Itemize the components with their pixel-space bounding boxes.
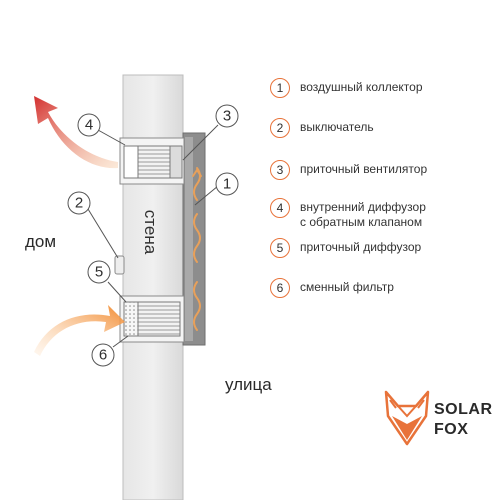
supply-diffuser-grille bbox=[137, 301, 181, 337]
supply-fan-grille bbox=[137, 145, 171, 179]
callout-5-number: 5 bbox=[95, 264, 103, 281]
legend-text: внутренний диффузор с обратным клапаном bbox=[300, 200, 426, 229]
brand-logo: SOLAR FOX bbox=[382, 386, 497, 452]
legend-text: приточный диффузор bbox=[300, 240, 422, 254]
legend-number: 4 bbox=[270, 198, 290, 218]
callout-3: 3 bbox=[215, 104, 239, 128]
legend-text: выключатель bbox=[300, 120, 374, 134]
legend-number: 1 bbox=[270, 78, 290, 98]
legend-text: приточный вентилятор bbox=[300, 162, 428, 176]
legend-item-4: 4 внутренний диффузор с обратным клапано… bbox=[270, 198, 426, 230]
callout-2: 2 bbox=[67, 191, 91, 215]
legend-item-6: 6 сменный фильтр bbox=[270, 278, 394, 298]
legend-number: 3 bbox=[270, 160, 290, 180]
replaceable-filter bbox=[123, 301, 139, 337]
callout-4: 4 bbox=[77, 113, 101, 137]
legend-number: 2 bbox=[270, 118, 290, 138]
callout-5: 5 bbox=[87, 260, 111, 284]
outside-label: улица bbox=[225, 375, 272, 394]
callout-2-number: 2 bbox=[75, 195, 83, 212]
inside-label: дом bbox=[25, 232, 57, 251]
arrow-out-icon bbox=[34, 96, 118, 169]
legend-item-2: 2 выключатель bbox=[270, 118, 374, 138]
callout-1: 1 bbox=[215, 172, 239, 196]
switch bbox=[114, 255, 125, 275]
wall-label: стена bbox=[141, 210, 160, 255]
leader-lines bbox=[87, 124, 219, 348]
legend-number: 6 bbox=[270, 278, 290, 298]
inner-diffuser-upper bbox=[123, 145, 139, 179]
callout-6: 6 bbox=[91, 343, 115, 367]
air-collector-glass bbox=[185, 137, 193, 341]
callout-3-number: 3 bbox=[223, 108, 231, 125]
fox-logo-icon bbox=[384, 390, 430, 446]
callout-6-number: 6 bbox=[99, 347, 107, 364]
legend-text: воздушный коллектор bbox=[300, 80, 423, 94]
legend-item-5: 5 приточный диффузор bbox=[270, 238, 421, 258]
callout-1-number: 1 bbox=[223, 176, 231, 193]
callout-4-number: 4 bbox=[85, 117, 93, 134]
arrow-in-icon bbox=[34, 305, 125, 356]
legend-number: 5 bbox=[270, 238, 290, 258]
supply-fan bbox=[169, 145, 183, 179]
legend-item-1: 1 воздушный коллектор bbox=[270, 78, 423, 98]
legend-text: сменный фильтр bbox=[300, 280, 394, 294]
logo-text: SOLAR FOX bbox=[434, 401, 493, 438]
legend-item-3: 3 приточный вентилятор bbox=[270, 160, 427, 180]
collector-airflow bbox=[192, 167, 202, 331]
